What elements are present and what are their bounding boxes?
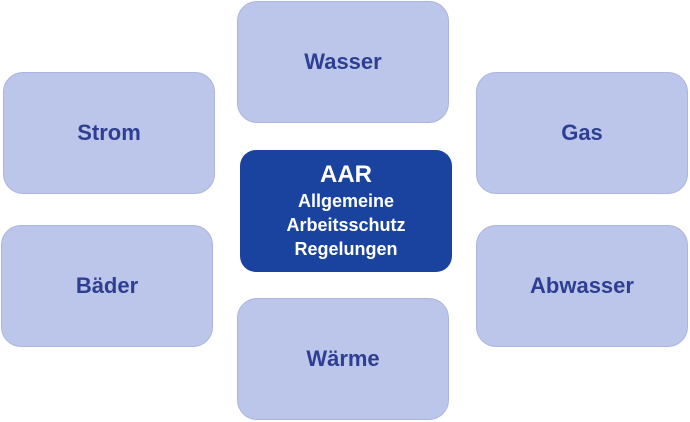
node-label-gas: Gas: [561, 120, 603, 145]
center-title: AAR: [320, 161, 372, 188]
node-baeder: Bäder: [1, 225, 213, 347]
center-node-aar: AAR Allgemeine Arbeitsschutz Regelungen: [240, 150, 452, 272]
node-label-baeder: Bäder: [75, 273, 139, 298]
center-line-2: Arbeitsschutz: [286, 215, 406, 235]
node-label-abwasser: Abwasser: [530, 273, 634, 298]
node-wasser: Wasser: [237, 1, 449, 123]
center-line-1: Allgemeine: [297, 191, 395, 211]
node-waerme: Wärme: [237, 298, 449, 420]
center-line-3: Regelungen: [294, 239, 398, 259]
node-abwasser: Abwasser: [476, 225, 688, 347]
node-label-waerme: Wärme: [306, 346, 380, 371]
node-label-wasser: Wasser: [304, 49, 382, 74]
node-label-strom: Strom: [77, 120, 141, 145]
node-gas: Gas: [476, 72, 688, 194]
node-strom: Strom: [3, 72, 215, 194]
